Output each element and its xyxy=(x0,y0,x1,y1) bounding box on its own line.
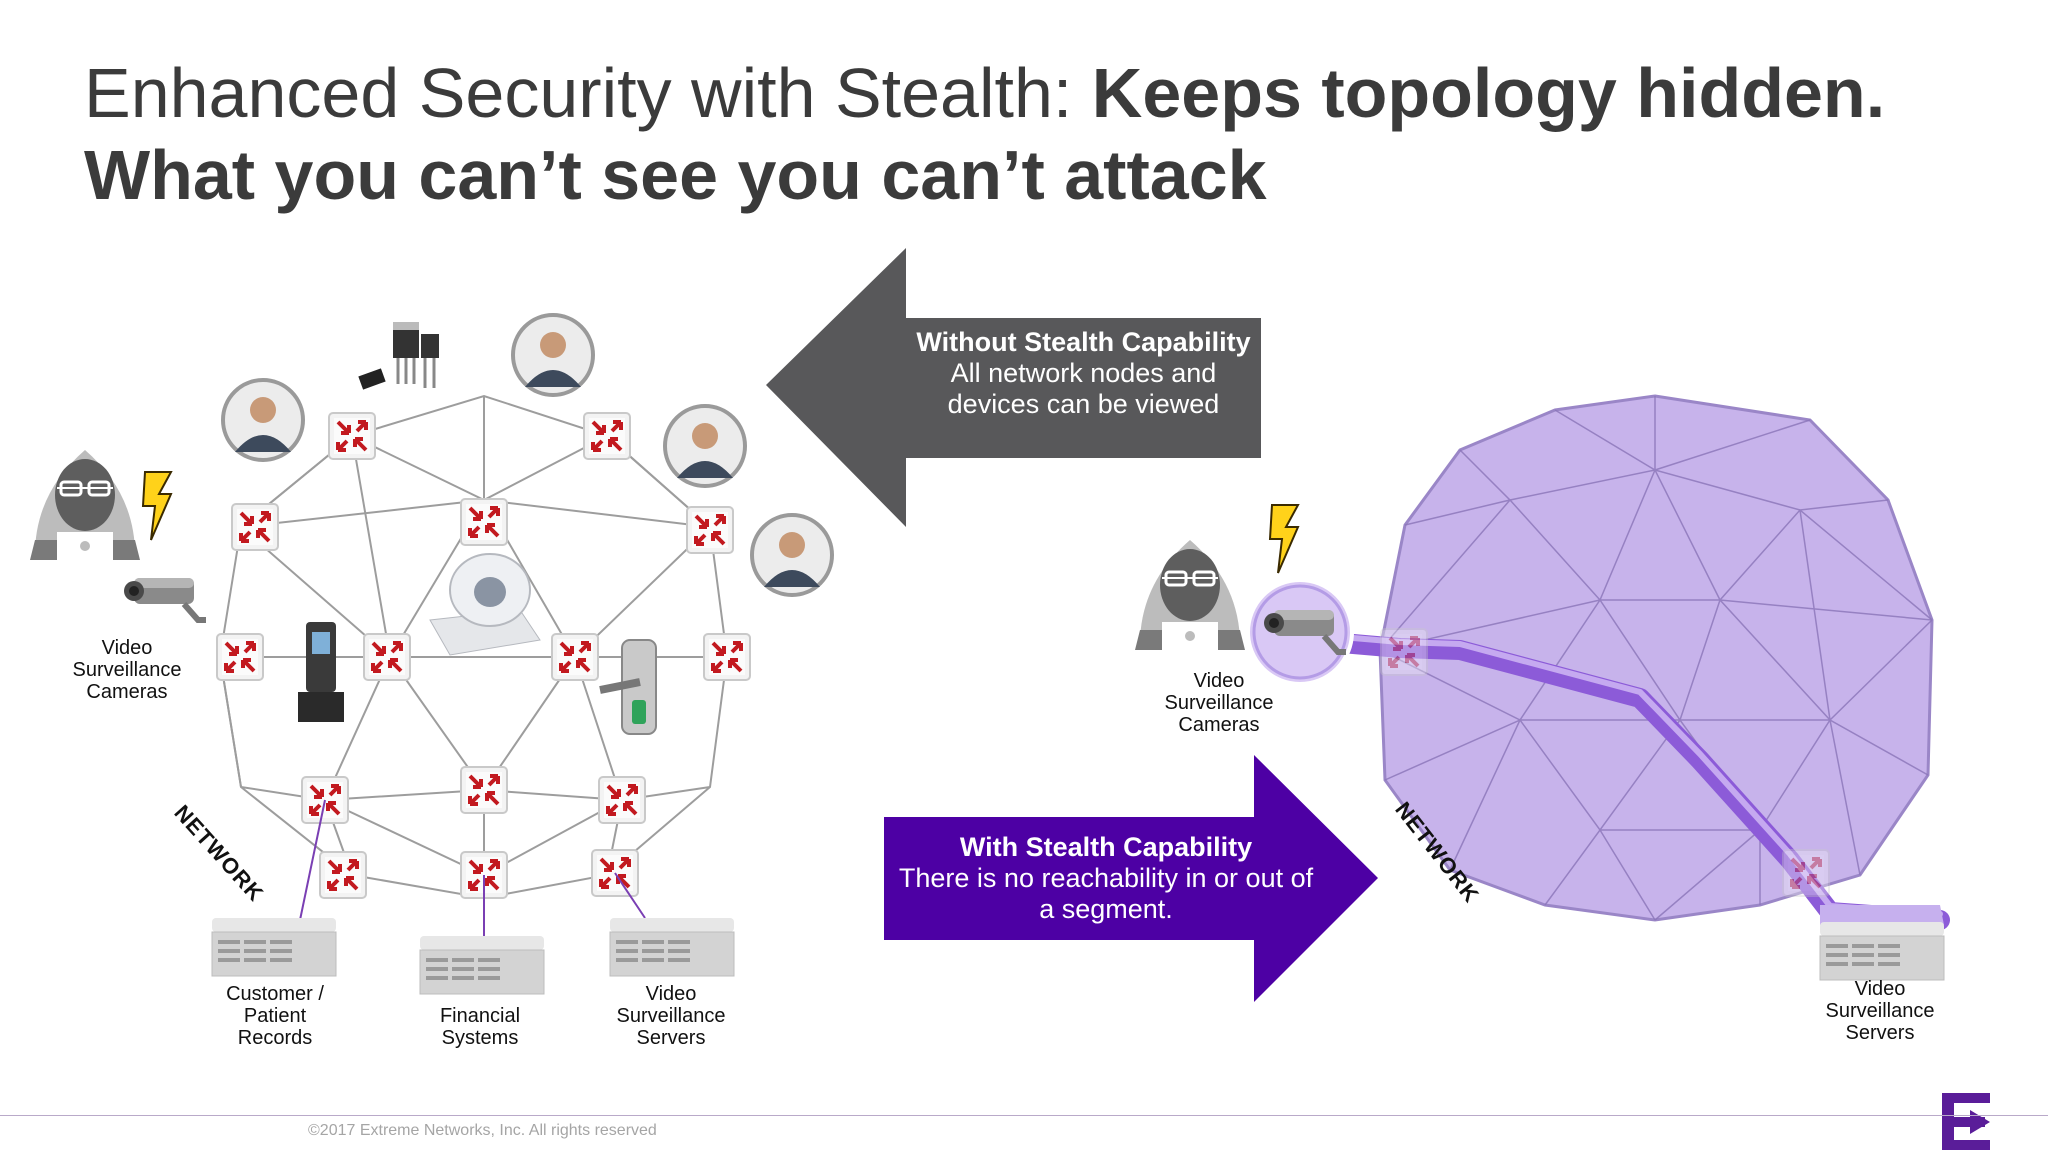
without-stealth-text: Without Stealth Capability All network n… xyxy=(906,327,1261,420)
mri-scanner-icon xyxy=(429,553,541,656)
slide-title: Enhanced Security with Stealth: Keeps to… xyxy=(84,52,1984,216)
server-icon-video-servers-left xyxy=(609,917,735,977)
extreme-networks-logo xyxy=(1942,1093,1990,1150)
ic-chips-icon xyxy=(358,322,439,390)
footer-divider xyxy=(0,1115,2048,1116)
with-stealth-heading: With Stealth Capability xyxy=(959,832,1253,862)
office-worker-icon xyxy=(221,378,305,462)
with-stealth-arrow xyxy=(884,755,1378,1002)
right-servers-label: Video Surveillance Servers xyxy=(1825,978,1935,1044)
stealth-sphere xyxy=(1378,394,1934,922)
kiosk-atm-icon xyxy=(298,622,344,722)
server-label-financial-systems: Financial Systems xyxy=(439,1005,521,1049)
door-lock-icon xyxy=(599,639,657,735)
title-line2: What you can’t see you can’t attack xyxy=(84,136,1267,214)
server-icon-financial-systems xyxy=(419,935,545,995)
construction-worker-icon xyxy=(663,404,747,488)
call-center-agent-icon xyxy=(750,513,834,597)
server-icon-customer-records xyxy=(211,917,337,977)
server-icon-video-servers-right xyxy=(1819,905,1945,981)
without-stealth-body: All network nodes and devices can be vie… xyxy=(947,358,1220,419)
hacker-icon-left xyxy=(28,448,142,562)
right-cameras-label: Video Surveillance Cameras xyxy=(1164,670,1274,736)
camera-icon-left xyxy=(124,578,206,620)
with-stealth-text: With Stealth Capability There is no reac… xyxy=(890,832,1322,925)
lightning-bolt-icon-right xyxy=(1269,504,1299,574)
camera-icon-right xyxy=(1246,578,1354,686)
stealth-sphere-facets xyxy=(1379,396,1933,921)
without-stealth-arrow xyxy=(766,248,1261,527)
lightning-bolt-icon-left xyxy=(142,471,172,541)
businessman-icon xyxy=(511,313,595,397)
title-line1-bold: Keeps topology hidden. xyxy=(1091,54,1886,132)
without-stealth-heading: Without Stealth Capability xyxy=(916,327,1251,357)
server-label-video-servers-left: Video Surveillance Servers xyxy=(616,983,726,1049)
server-label-customer-records: Customer / Patient Records xyxy=(226,983,324,1049)
copyright-text: ©2017 Extreme Networks, Inc. All rights … xyxy=(308,1122,657,1139)
hacker-icon-right xyxy=(1133,538,1247,652)
with-stealth-body: There is no reachability in or out of a … xyxy=(898,863,1314,924)
left-cameras-label: Video Surveillance Cameras xyxy=(72,637,182,703)
title-line1-light: Enhanced Security with Stealth: xyxy=(84,54,1092,132)
